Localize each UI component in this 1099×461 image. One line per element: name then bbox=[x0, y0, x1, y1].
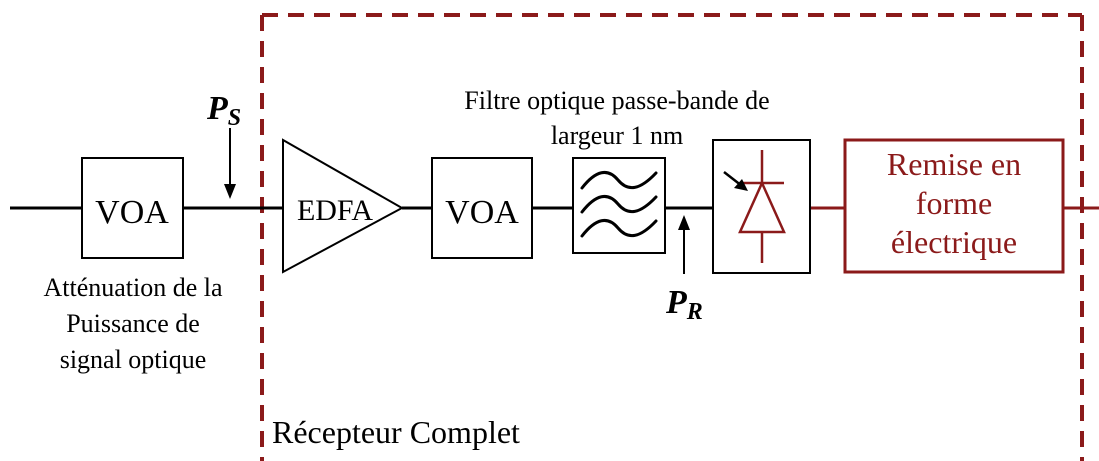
filter-caption-line-2: largeur 1 nm bbox=[551, 121, 683, 150]
pr-measurement-point: PR bbox=[665, 215, 703, 325]
voa-attenuator-1: VOA bbox=[81, 157, 184, 259]
remise-line-1: Remise en bbox=[887, 146, 1021, 182]
bandpass-filter-icon bbox=[572, 157, 666, 254]
remise-line-3: électrique bbox=[891, 224, 1017, 260]
attenuation-caption-line-2: Puissance de bbox=[66, 309, 200, 338]
filter-caption-line-1: Filtre optique passe-bande de bbox=[464, 86, 769, 115]
voa-1-label: VOA bbox=[95, 194, 169, 231]
attenuation-caption-line-3: signal optique bbox=[60, 345, 207, 374]
remise-line-2: forme bbox=[916, 185, 992, 221]
edfa-amplifier: EDFA bbox=[282, 138, 405, 274]
electrical-reshaping-block: Remise en forme électrique bbox=[843, 138, 1065, 274]
photodiode-icon bbox=[712, 139, 811, 274]
attenuation-caption-line-1: Atténuation de la bbox=[43, 273, 223, 302]
voa-attenuator-2: VOA bbox=[431, 157, 533, 259]
receiver-boundary bbox=[260, 13, 1084, 461]
voa-2-label: VOA bbox=[445, 194, 519, 231]
ps-measurement-point: PS bbox=[206, 90, 241, 199]
pr-label: PR bbox=[665, 284, 703, 325]
ps-label: PS bbox=[206, 90, 241, 131]
receiver-title: Récepteur Complet bbox=[272, 414, 520, 450]
edfa-label: EDFA bbox=[297, 194, 373, 227]
